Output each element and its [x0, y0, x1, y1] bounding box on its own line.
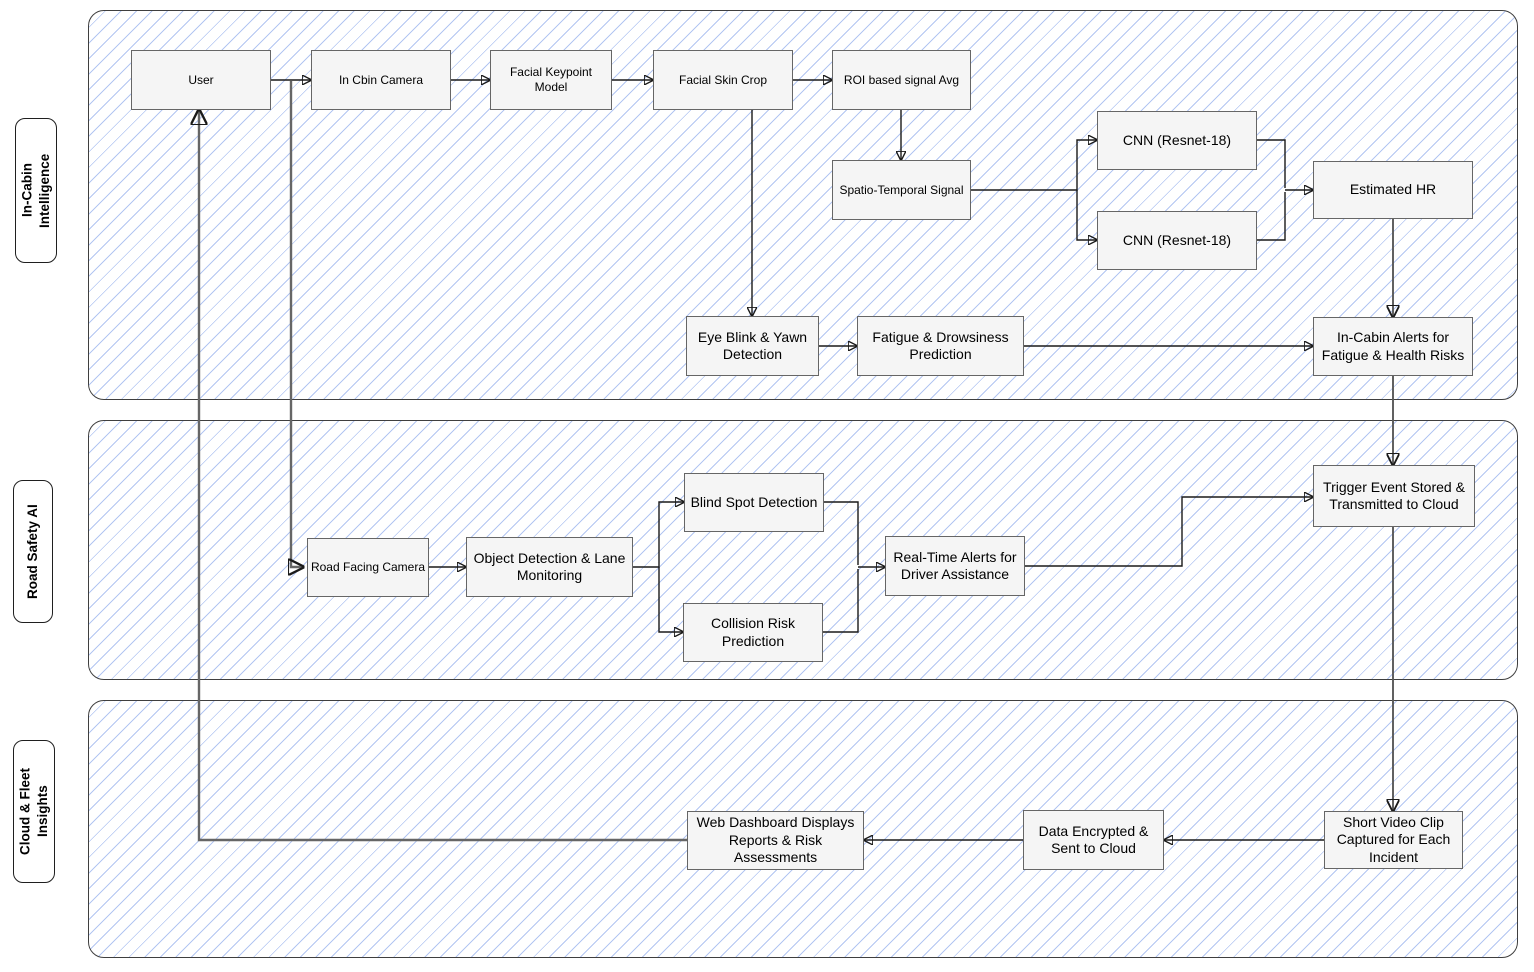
- node-trigger-event-stored: Trigger Event Stored & Transmitted to Cl…: [1313, 465, 1475, 527]
- lane-label-road-safety-ai: Road Safety AI: [13, 480, 53, 623]
- node-eye-blink-yawn-detection: Eye Blink & Yawn Detection: [686, 316, 819, 376]
- node-collision-risk-prediction: Collision Risk Prediction: [683, 603, 823, 662]
- edge-dashboard-return-to-user: [199, 110, 687, 842]
- edge-object-to-blind-spot: [633, 502, 684, 568]
- node-in-cabin-camera: In Cbin Camera: [311, 50, 451, 110]
- node-user: User: [131, 50, 271, 110]
- node-short-video-clip: Short Video Clip Captured for Each Incid…: [1324, 811, 1463, 869]
- node-estimated-hr: Estimated HR: [1313, 161, 1473, 219]
- node-realtime-alerts-driver-assistance: Real-Time Alerts for Driver Assistance: [885, 536, 1025, 596]
- edge-collision-merge: [823, 569, 859, 633]
- edge-realtime-to-trigger: [1025, 497, 1313, 567]
- node-cnn-resnet18-top: CNN (Resnet-18): [1097, 111, 1257, 170]
- node-roi-based-signal-avg: ROI based signal Avg: [832, 50, 971, 110]
- edge-user-branch-to-road-camera: [291, 81, 303, 567]
- node-facial-skin-crop: Facial Skin Crop: [653, 50, 793, 110]
- edge-spatio-to-cnn-top: [971, 140, 1097, 191]
- node-data-encrypted-sent-cloud: Data Encrypted & Sent to Cloud: [1023, 810, 1164, 870]
- lane-label-cloud-fleet-insights: Cloud & Fleet Insights: [13, 740, 55, 883]
- node-cnn-resnet18-bottom: CNN (Resnet-18): [1097, 211, 1257, 270]
- node-facial-keypoint-model: Facial Keypoint Model: [490, 50, 612, 110]
- edge-spatio-to-cnn-bottom: [1076, 190, 1097, 240]
- node-fatigue-drowsiness-prediction: Fatigue & Drowsiness Prediction: [857, 316, 1024, 376]
- lane-label-in-cabin-intelligence: In-Cabin Intelligence: [15, 118, 57, 263]
- node-spatio-temporal-signal: Spatio-Temporal Signal: [832, 160, 971, 220]
- edge-object-to-collision: [658, 567, 683, 632]
- node-blind-spot-detection: Blind Spot Detection: [684, 473, 824, 532]
- edge-cnn-bottom-merge: [1257, 192, 1286, 241]
- node-object-detection-lane-monitoring: Object Detection & Lane Monitoring: [466, 537, 633, 597]
- node-road-facing-camera: Road Facing Camera: [307, 538, 429, 597]
- node-incabin-alerts: In-Cabin Alerts for Fatigue & Health Ris…: [1313, 317, 1473, 376]
- edge-cnn-top-merge: [1257, 139, 1286, 188]
- node-web-dashboard-reports: Web Dashboard Displays Reports & Risk As…: [687, 811, 864, 870]
- lane-road-safety-ai: [88, 420, 1518, 680]
- edge-blind-spot-merge: [824, 501, 859, 565]
